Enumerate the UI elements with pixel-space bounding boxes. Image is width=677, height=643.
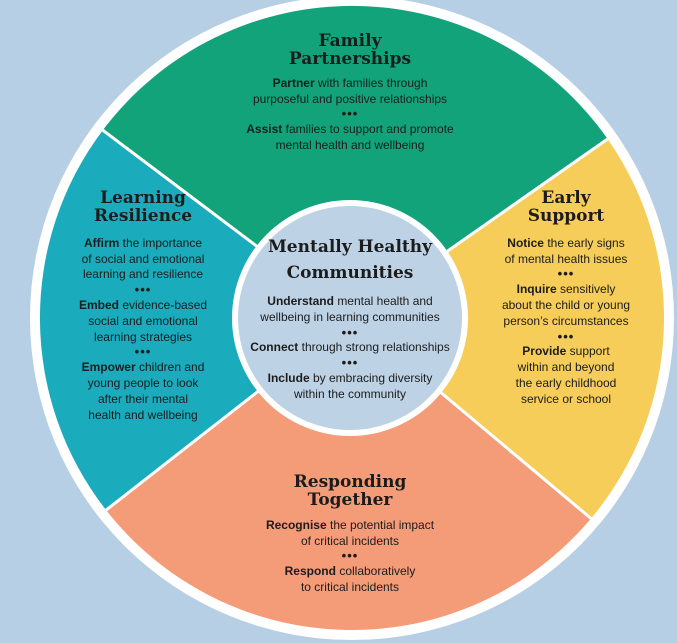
item-text: wellbeing in learning communities bbox=[260, 309, 440, 324]
center-item-include: Include by embracing diversity within th… bbox=[230, 371, 470, 403]
early-item-provide: Provide support within and beyond the ea… bbox=[486, 344, 646, 407]
title-line: Responding bbox=[293, 472, 407, 492]
item-text: about the child or young bbox=[501, 297, 631, 312]
item-text: collaboratively bbox=[339, 564, 416, 579]
item-text: within and beyond bbox=[517, 360, 615, 375]
item-text: children and bbox=[138, 360, 205, 375]
center-circle bbox=[238, 206, 462, 430]
title-line: Learning bbox=[100, 188, 186, 208]
title-line: Resilience bbox=[93, 206, 193, 227]
title-line: Mentally Healthy bbox=[267, 237, 432, 257]
dots-separator: ••• bbox=[134, 282, 152, 298]
item-text: families to support and promote bbox=[285, 122, 454, 137]
responding-together-segment bbox=[106, 318, 591, 631]
item-text: of mental health issues bbox=[504, 251, 628, 266]
learning-item-embed: Embed evidence-based social and emotiona… bbox=[63, 298, 223, 345]
item-text: the early signs bbox=[547, 235, 625, 250]
item-text: social and emotional bbox=[88, 313, 198, 328]
learning-resilience-section: Learning Resilience Affirm the importanc… bbox=[63, 189, 223, 423]
early-support-title: Early Support bbox=[486, 189, 646, 226]
dots-separator: ••• bbox=[341, 548, 359, 564]
learning-resilience-title: Learning Resilience bbox=[63, 189, 223, 226]
dots-separator: ••• bbox=[557, 328, 575, 344]
item-text: mental health and wellbeing bbox=[275, 137, 425, 152]
mentally-healthy-communities-section: Mentally Healthy Communities Understand … bbox=[230, 235, 470, 403]
item-text: person’s circumstances bbox=[503, 313, 629, 328]
item-text: by embracing diversity bbox=[312, 370, 433, 385]
item-keyword: Recognise bbox=[265, 517, 327, 532]
family-partnerships-section: Family Partnerships Partner with familie… bbox=[200, 32, 500, 154]
dots-separator: ••• bbox=[341, 355, 359, 371]
learning-item-empower: Empower children and young people to loo… bbox=[63, 360, 223, 423]
center-item-connect: Connect through strong relationships bbox=[230, 340, 470, 356]
learning-resilience-segment bbox=[39, 130, 352, 511]
learning-item-affirm: Affirm the importance of social and emot… bbox=[63, 236, 223, 283]
title-line: Communities bbox=[286, 262, 414, 283]
item-text: after their mental bbox=[97, 391, 189, 406]
dots-separator: ••• bbox=[557, 266, 575, 282]
item-text: purposeful and positive relationships bbox=[252, 91, 448, 106]
dots-separator: ••• bbox=[341, 324, 359, 340]
dots-separator: ••• bbox=[134, 344, 152, 360]
early-support-segment bbox=[352, 139, 665, 519]
early-item-inquire: Inquire sensitively about the child or y… bbox=[486, 282, 646, 329]
item-keyword: Include bbox=[267, 370, 310, 385]
item-text: with families through bbox=[317, 75, 428, 90]
item-text: through strong relationships bbox=[301, 340, 450, 355]
dots-separator: ••• bbox=[341, 106, 359, 122]
center-item-understand: Understand mental health and wellbeing i… bbox=[230, 294, 470, 326]
item-keyword: Respond bbox=[284, 564, 336, 579]
item-text: the importance bbox=[122, 235, 203, 250]
item-keyword: Partner bbox=[272, 75, 315, 90]
center-title: Mentally Healthy Communities bbox=[230, 235, 470, 286]
early-support-section: Early Support Notice the early signs of … bbox=[486, 189, 646, 408]
item-keyword: Understand bbox=[267, 294, 334, 308]
title-line: Together bbox=[307, 490, 393, 511]
early-item-notice: Notice the early signs of mental health … bbox=[486, 236, 646, 268]
title-line: Partnerships bbox=[288, 49, 412, 70]
title-line: Support bbox=[527, 206, 605, 227]
item-text: within the community bbox=[293, 386, 407, 401]
item-text: mental health and bbox=[337, 294, 433, 308]
item-keyword: Provide bbox=[522, 344, 567, 359]
item-text: service or school bbox=[520, 391, 612, 406]
item-text: evidence-based bbox=[122, 297, 208, 312]
responding-together-section: Responding Together Recognise the potent… bbox=[210, 473, 490, 596]
item-text: the early childhood bbox=[515, 375, 617, 390]
family-item-assist: Assist families to support and promote m… bbox=[200, 122, 500, 154]
item-text: young people to look bbox=[87, 375, 199, 390]
item-text: of social and emotional bbox=[81, 251, 205, 266]
item-text: support bbox=[569, 344, 610, 359]
family-partnerships-segment bbox=[102, 5, 608, 318]
item-text: sensitively bbox=[560, 282, 616, 297]
item-keyword: Inquire bbox=[516, 282, 557, 297]
item-keyword: Assist bbox=[246, 122, 283, 137]
family-item-partner: Partner with families through purposeful… bbox=[200, 76, 500, 108]
item-text: health and wellbeing bbox=[88, 407, 198, 422]
item-text: learning strategies bbox=[93, 329, 193, 344]
title-line: Family bbox=[318, 31, 382, 51]
responding-item-recognise: Recognise the potential impact of critic… bbox=[210, 518, 490, 550]
title-line: Early bbox=[541, 188, 591, 208]
item-keyword: Connect bbox=[250, 340, 299, 355]
item-text: to critical incidents bbox=[300, 579, 400, 594]
item-keyword: Affirm bbox=[83, 235, 120, 250]
item-keyword: Notice bbox=[507, 235, 544, 250]
item-text: the potential impact bbox=[329, 517, 435, 532]
item-text: learning and resilience bbox=[82, 267, 204, 282]
responding-item-respond: Respond collaboratively to critical inci… bbox=[210, 564, 490, 596]
responding-together-title: Responding Together bbox=[210, 473, 490, 510]
item-keyword: Embed bbox=[78, 297, 119, 312]
item-text: of critical incidents bbox=[300, 533, 400, 548]
item-keyword: Empower bbox=[81, 360, 136, 375]
family-partnerships-title: Family Partnerships bbox=[200, 32, 500, 69]
